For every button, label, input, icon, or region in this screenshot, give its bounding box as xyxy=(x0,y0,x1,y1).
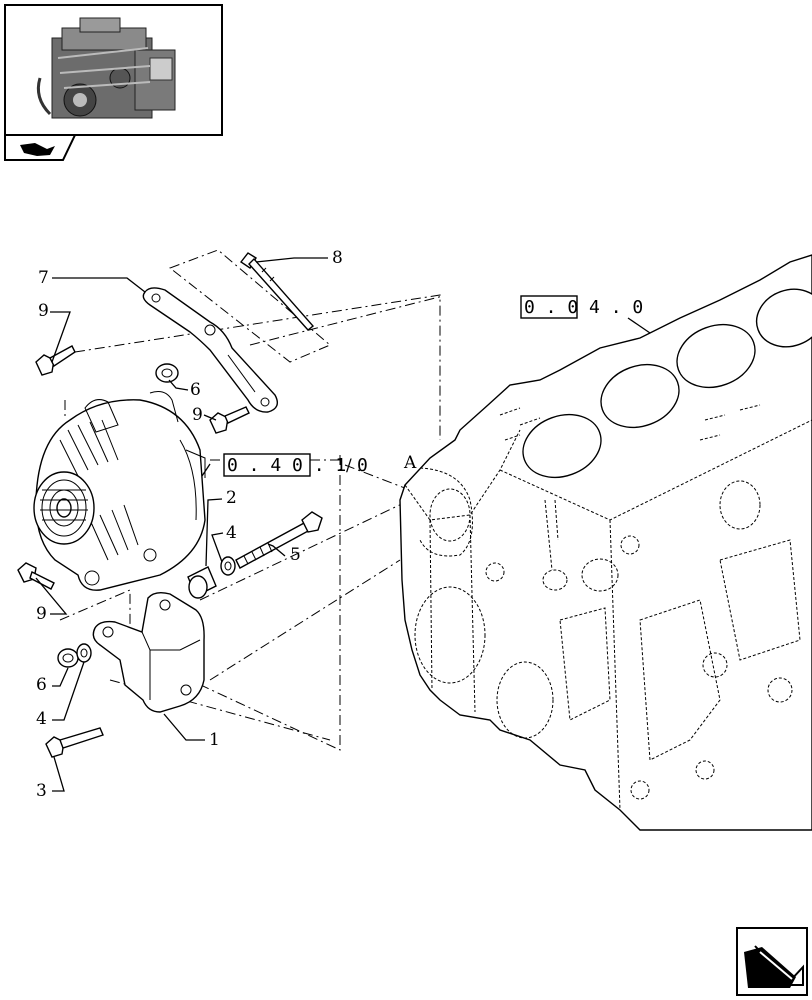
callout-1: 1 xyxy=(209,730,220,750)
callout-4-lower: 4 xyxy=(36,709,47,729)
next-page-arrow-icon[interactable] xyxy=(736,927,808,996)
ref-alternator-text: 0 . 4 0 . 1 0 xyxy=(227,455,368,476)
bolt-9-middle xyxy=(209,406,250,434)
callout-3: 3 xyxy=(36,781,47,801)
callout-leaders xyxy=(35,257,651,792)
ref-engine-block-text: 0 . 0 4 . 0 xyxy=(524,297,643,318)
bracket-1 xyxy=(92,591,205,713)
ref-engine-block[interactable]: 0 . 0 4 . 0 xyxy=(520,295,643,319)
callout-6-lower: 6 xyxy=(36,675,47,695)
callout-5: 5 xyxy=(290,545,301,565)
spacer-2 xyxy=(187,566,217,599)
nut-6-lower xyxy=(57,648,79,668)
alternator xyxy=(33,391,206,591)
bolt-3 xyxy=(45,727,104,758)
nut-6-upper xyxy=(155,363,179,383)
bolt-8 xyxy=(239,252,315,331)
washer-4-upper xyxy=(220,556,236,576)
book-icon[interactable] xyxy=(4,134,77,161)
callout-2: 2 xyxy=(226,488,237,508)
engine-thumbnail-icon[interactable] xyxy=(4,4,223,136)
washer-4-lower xyxy=(76,643,92,663)
point-a-label: A xyxy=(403,453,417,473)
engine-block xyxy=(399,254,812,831)
callout-9-lower: 9 xyxy=(36,604,47,624)
bolt-9-lower xyxy=(17,562,55,590)
callout-6-upper: 6 xyxy=(190,380,201,400)
bracket-7 xyxy=(142,287,278,413)
callout-labels: 7 8 9 6 9 2 4 5 9 6 4 3 1 A xyxy=(36,248,417,801)
assembly-lines xyxy=(59,249,444,751)
ref-alternator[interactable]: 0 . 4 0 . 1 0 / xyxy=(223,453,368,477)
callout-9-middle: 9 xyxy=(192,405,203,425)
bolt-5 xyxy=(235,511,323,569)
bolt-9-upper xyxy=(35,345,76,376)
callout-9-upper: 9 xyxy=(38,301,49,321)
callout-8: 8 xyxy=(332,248,343,268)
callout-7: 7 xyxy=(38,268,49,288)
ref-alternator-slash: / xyxy=(346,456,352,476)
callout-4-upper: 4 xyxy=(226,523,237,543)
